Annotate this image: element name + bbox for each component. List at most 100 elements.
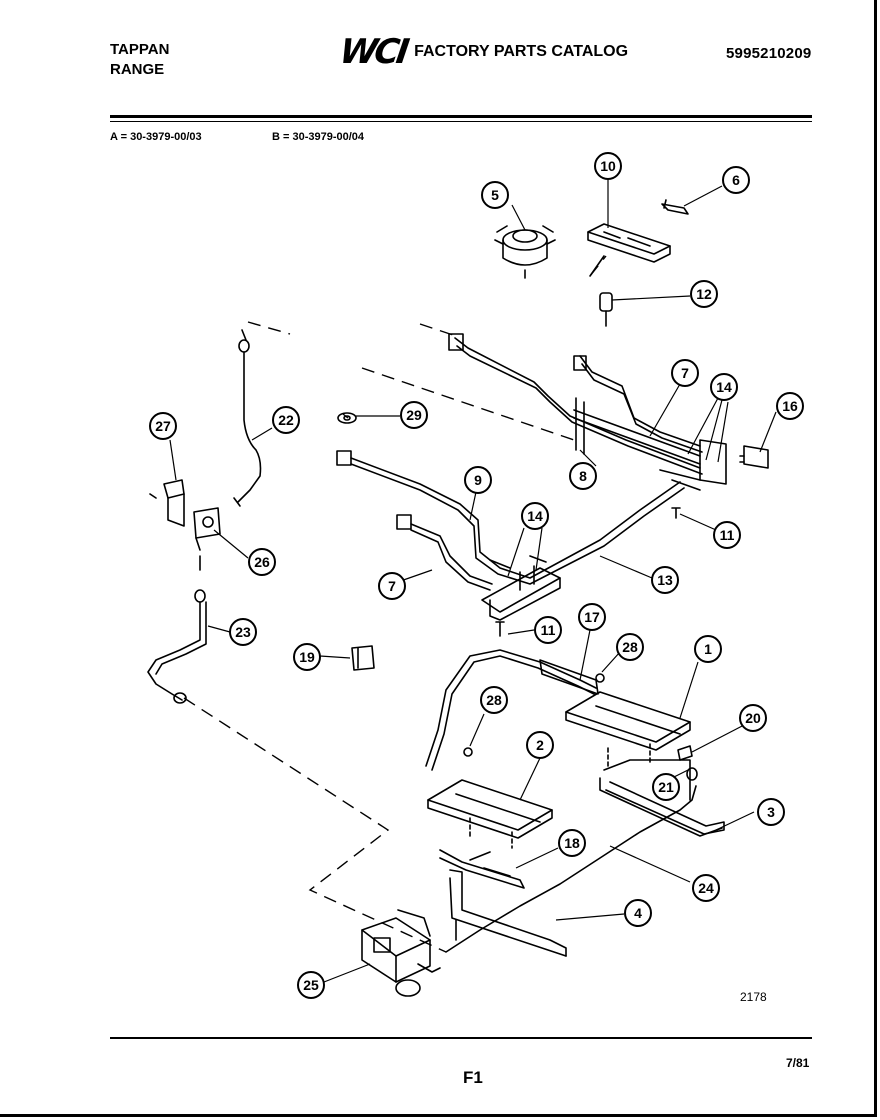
- svg-text:25: 25: [303, 977, 319, 993]
- svg-text:11: 11: [720, 527, 735, 543]
- callout-19: 19: [293, 643, 321, 671]
- model-a: A = 30-3979-00/03: [110, 131, 202, 143]
- callout-2: 2: [526, 731, 554, 759]
- oven-burner-part-4: [449, 869, 567, 957]
- svg-text:4: 4: [634, 905, 642, 921]
- svg-text:14: 14: [527, 508, 543, 524]
- svg-text:7: 7: [681, 365, 689, 381]
- callout-4: 4: [624, 899, 652, 927]
- assembly-guide-lines: [183, 255, 607, 953]
- svg-text:6: 6: [732, 172, 740, 188]
- pilot-tube-part-17: [425, 649, 599, 771]
- svg-text:13: 13: [657, 572, 673, 588]
- model-b: B = 30-3979-00/04: [272, 131, 365, 143]
- leader-lines: [169, 178, 777, 983]
- orifice-part-12: [599, 292, 613, 327]
- bracket-part-18: [439, 849, 525, 889]
- switch-part-16: [739, 445, 769, 469]
- callout-22: 22: [272, 406, 300, 434]
- bracket-part-10: [587, 223, 671, 277]
- clip-part-6: [661, 199, 689, 215]
- callout-11-front: 11: [534, 616, 562, 644]
- svg-text:28: 28: [622, 639, 638, 655]
- svg-text:10: 10: [600, 158, 616, 174]
- catalog-date: 7/81: [786, 1056, 810, 1070]
- screw-part-28-b: [463, 747, 473, 757]
- oven-valve-part-26: [193, 507, 221, 571]
- callout-20: 20: [739, 704, 767, 732]
- header-rule-thin: [110, 121, 812, 122]
- callout-7-front: 7: [378, 572, 406, 600]
- callout-11-right: 11: [713, 521, 741, 549]
- top-burner-tubes: [448, 333, 727, 491]
- svg-text:27: 27: [155, 418, 171, 434]
- callout-28-right: 28: [616, 633, 644, 661]
- callout-18: 18: [558, 829, 586, 857]
- svg-text:2: 2: [536, 737, 544, 753]
- svg-text:8: 8: [579, 468, 587, 484]
- callout-8: 8: [569, 462, 597, 490]
- callout-27: 27: [149, 412, 177, 440]
- catalog-number: 5995210209: [726, 45, 812, 62]
- callout-14-top: 14: [710, 373, 738, 401]
- burner-cap-part-5: [494, 225, 556, 279]
- callout-26: 26: [248, 548, 276, 576]
- svg-text:22: 22: [278, 412, 294, 428]
- svg-text:24: 24: [698, 880, 714, 896]
- part-callouts: 5 10 6 12 7 14 16 27 22 29 8 9 14 11 26 …: [149, 152, 804, 999]
- diagram-code: 2178: [740, 990, 767, 1004]
- screw-part-28-a: [595, 673, 605, 683]
- brand-name: TAPPAN: [110, 41, 170, 58]
- svg-text:19: 19: [299, 649, 315, 665]
- callout-6: 6: [722, 166, 750, 194]
- catalog-title: FACTORY PARTS CATALOG: [414, 43, 629, 60]
- callout-16: 16: [776, 392, 804, 420]
- callout-23: 23: [229, 618, 257, 646]
- callout-3: 3: [757, 798, 785, 826]
- shield-part-1: [565, 691, 691, 767]
- callout-29: 29: [400, 401, 428, 429]
- svg-text:11: 11: [541, 622, 556, 638]
- safety-valve-part-25: [361, 909, 441, 997]
- brand-block: TAPPAN RANGE: [110, 40, 169, 80]
- svg-text:26: 26: [254, 554, 270, 570]
- callout-21: 21: [652, 773, 680, 801]
- product-type: RANGE: [110, 61, 165, 78]
- burner-tube-part-23: [147, 589, 207, 704]
- svg-text:9: 9: [474, 472, 482, 488]
- svg-text:14: 14: [716, 379, 732, 395]
- svg-text:18: 18: [564, 835, 580, 851]
- svg-text:21: 21: [658, 779, 674, 795]
- callout-9: 9: [464, 466, 492, 494]
- svg-text:5: 5: [491, 187, 499, 203]
- callout-14-front: 14: [521, 502, 549, 530]
- clip-part-21: [686, 767, 698, 781]
- svg-text:3: 3: [767, 804, 775, 820]
- callout-25: 25: [297, 971, 325, 999]
- callout-5: 5: [481, 181, 509, 209]
- clip-part-20: [677, 745, 693, 761]
- svg-text:17: 17: [584, 609, 600, 625]
- callout-17: 17: [578, 603, 606, 631]
- screw-part-11-b: [495, 621, 505, 637]
- page-number: F1: [463, 1068, 483, 1087]
- svg-text:28: 28: [486, 692, 502, 708]
- washer-part-29: [337, 412, 357, 424]
- callout-13: 13: [651, 566, 679, 594]
- svg-text:16: 16: [782, 398, 798, 414]
- svg-text:29: 29: [406, 407, 422, 423]
- callout-10: 10: [594, 152, 622, 180]
- shield-part-2: [427, 779, 553, 849]
- svg-text:7: 7: [388, 578, 396, 594]
- bracket-part-27: [149, 479, 185, 527]
- callout-28-left: 28: [480, 686, 508, 714]
- switch-part-19: [351, 645, 375, 671]
- svg-text:20: 20: [745, 710, 761, 726]
- gas-line-part-24: [445, 785, 697, 953]
- svg-text:1: 1: [704, 641, 712, 657]
- svg-text:12: 12: [696, 286, 712, 302]
- catalog-header: WCI FACTORY PARTS CATALOG: [337, 32, 629, 72]
- callout-7-top: 7: [671, 359, 699, 387]
